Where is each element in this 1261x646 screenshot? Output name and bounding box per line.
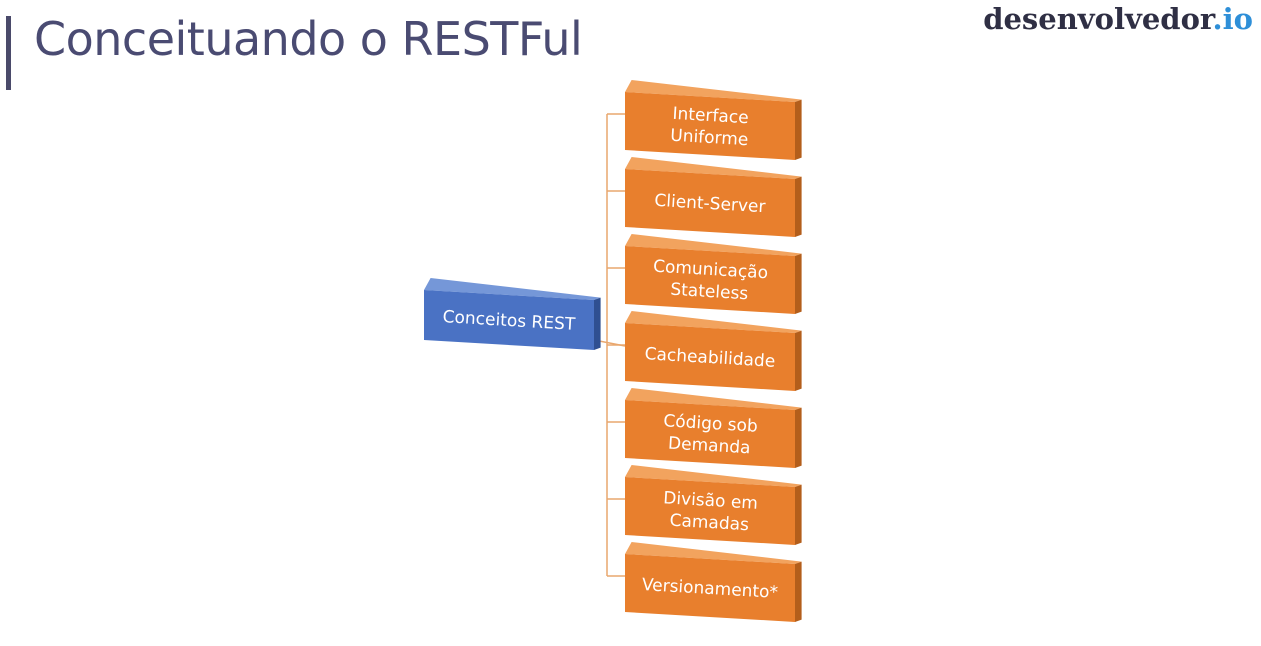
box-side-face	[795, 99, 802, 160]
child-box-4: Cacheabilidade	[625, 311, 802, 391]
box-side-face	[795, 330, 802, 391]
box-side-face	[795, 253, 802, 314]
box-front-face	[625, 554, 795, 622]
box-front-face	[625, 92, 795, 160]
child-box-7: Versionamento*	[625, 542, 802, 622]
box-top-face	[625, 311, 802, 333]
label-line: Camadas	[669, 511, 750, 536]
root-box-conceitos-rest: Conceitos REST	[424, 278, 601, 350]
box-side-face	[795, 176, 802, 237]
child-box-3: ComunicaçãoStateless	[625, 234, 802, 314]
box-front-face	[625, 169, 795, 237]
box-top-face	[625, 234, 802, 256]
box-side-face	[795, 484, 802, 545]
label-line: Demanda	[668, 434, 752, 459]
child-box-1: InterfaceUniforme	[625, 80, 802, 160]
child-box-5-label: Código sobDemanda	[662, 411, 759, 458]
box-front-face	[625, 323, 795, 391]
box-side-face	[795, 407, 802, 468]
title-accent-bar	[6, 16, 11, 90]
brand-logo: desenvolvedor.io	[983, 2, 1253, 36]
box-front-face	[424, 290, 594, 350]
label-line: Interface	[672, 104, 749, 128]
child-box-1-label: InterfaceUniforme	[670, 104, 750, 151]
box-top-face	[625, 465, 802, 487]
box-front-face	[625, 246, 795, 314]
box-front-face	[625, 400, 795, 468]
label-line: Stateless	[670, 280, 749, 305]
child-box-2: Client-Server	[625, 157, 802, 237]
box-side-face	[795, 561, 802, 622]
box-side-face	[594, 297, 601, 350]
box-top-face	[625, 157, 802, 179]
brand-tld: .io	[1212, 2, 1253, 36]
slide-title: Conceituando o RESTFul	[34, 12, 583, 66]
box-top-face	[625, 388, 802, 410]
box-top-face	[625, 80, 802, 102]
label-line: Uniforme	[670, 126, 749, 151]
box-front-face	[625, 477, 795, 545]
child-box-5: Código sobDemanda	[625, 388, 802, 468]
brand-name: desenvolvedor	[983, 2, 1213, 36]
box-top-face	[424, 278, 601, 300]
box-top-face	[625, 542, 802, 564]
child-box-6: Divisão emCamadas	[625, 465, 802, 545]
diagram-boxes: Conceitos REST InterfaceUniformeClient-Se…	[424, 80, 802, 622]
